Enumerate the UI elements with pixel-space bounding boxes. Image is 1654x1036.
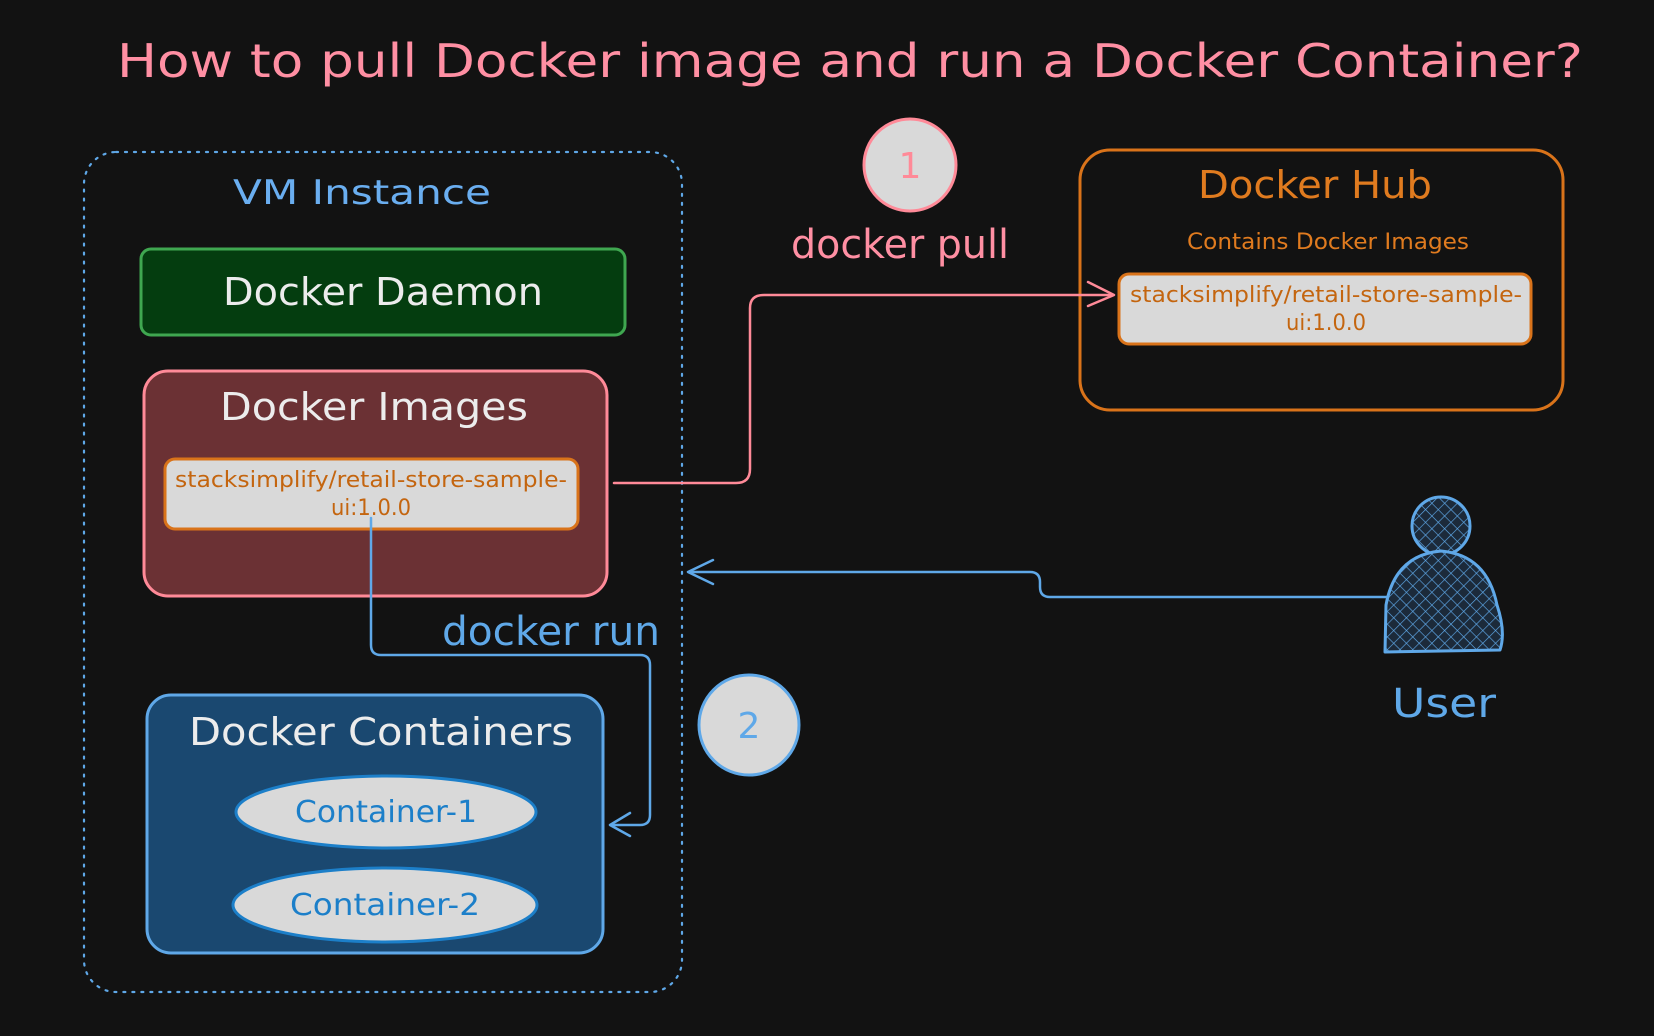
hub-image-name-line2: ui:1.0.0: [1286, 311, 1366, 336]
user-label: User: [1392, 681, 1497, 727]
step-2-circle: [697, 673, 801, 777]
docker-pull-arrow: [612, 293, 1114, 485]
vm-instance-label: VM Instance: [233, 173, 491, 213]
step-1-number: 1: [899, 146, 922, 187]
vm-instance-boundary: [82, 150, 684, 994]
user-to-vm-arrowhead: [686, 558, 715, 586]
docker-hub-box: [1078, 148, 1565, 412]
docker-run-label: docker run: [442, 609, 660, 655]
step-1-circle: [862, 117, 958, 213]
docker-images-label: Docker Images: [220, 385, 528, 429]
step-2-number: 2: [738, 706, 761, 747]
diagram-title: How to pull Docker image and run a Docke…: [117, 34, 1583, 88]
docker-hub-label: Docker Hub: [1198, 163, 1432, 207]
docker-pull-arrowhead: [1086, 280, 1116, 308]
docker-run-arrow: [369, 516, 652, 827]
docker-daemon-node: Docker Daemon: [139, 247, 627, 337]
hub-image-name-line1: stacksimplify/retail-store-sample-: [1130, 283, 1522, 308]
docker-containers-node: Docker Containers Container-1 Container-…: [145, 693, 605, 955]
local-image-name-line1: stacksimplify/retail-store-sample-: [175, 468, 567, 493]
user-icon: [1383, 495, 1504, 654]
docker-daemon-label: Docker Daemon: [223, 270, 543, 314]
step-2-marker: 2: [697, 673, 801, 777]
docker-pull-label: docker pull: [791, 222, 1009, 268]
hub-image-chip: [1117, 272, 1533, 346]
step-1-marker: 1: [862, 117, 958, 213]
docker-containers-label: Docker Containers: [189, 710, 573, 754]
container-1-label: Container-1: [295, 795, 477, 830]
docker-images-node: Docker Images stacksimplify/retail-store…: [142, 369, 609, 598]
container-2-ellipse: [231, 866, 539, 944]
container-2-label: Container-2: [290, 888, 480, 923]
user-head: [1410, 495, 1472, 557]
docker-hub-subtitle: Contains Docker Images: [1187, 230, 1469, 255]
user-to-vm-arrow: [688, 570, 1390, 599]
docker-hub-node: Docker Hub Contains Docker Images stacks…: [1078, 148, 1565, 412]
docker-run-arrowhead: [608, 811, 632, 838]
container-1-ellipse: [234, 774, 538, 850]
docker-daemon-box: [139, 247, 627, 337]
user-body: [1383, 549, 1504, 654]
